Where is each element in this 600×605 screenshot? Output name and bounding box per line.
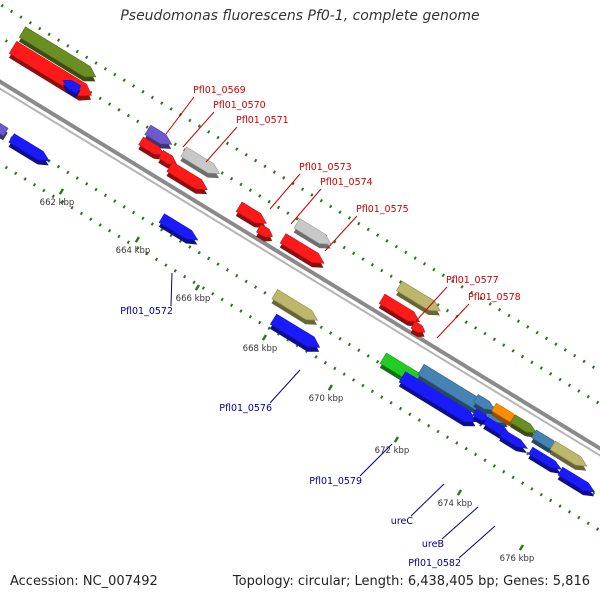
gene-arrow-28 <box>509 414 538 434</box>
gene-arrow-14 <box>279 233 325 264</box>
scale-tick-5 <box>393 436 400 443</box>
gene-label-urec: ureC <box>391 516 414 527</box>
gene-arrow-0 <box>18 26 97 78</box>
gene-arrow-18 <box>378 293 421 323</box>
guide-line-1 <box>0 35 600 406</box>
scale-tick-3 <box>261 334 268 341</box>
guide-line-2 <box>0 129 600 500</box>
gene-leader-red-5 <box>324 215 358 252</box>
gene-leader-red-7 <box>436 303 470 339</box>
gene-arrow-30 <box>528 446 563 470</box>
gene-arrow-6 <box>138 136 166 156</box>
gene-arrow-21 <box>398 371 477 423</box>
gene-label-pfl01-0572: Pfl01_0572 <box>120 306 173 317</box>
gene-arrow-11 <box>235 201 267 224</box>
scale-label-5: 672 kbp <box>375 446 410 456</box>
gene-label-pfl01-0578: Pfl01_0578 <box>468 292 521 303</box>
gene-leader-blue-3 <box>410 483 445 517</box>
gene-arrow-4 <box>62 79 82 95</box>
gene-arrow-12 <box>256 223 273 238</box>
gene-arrow-19 <box>410 320 426 333</box>
gene-arrow-10 <box>158 213 199 241</box>
gene-arrow-5 <box>144 124 173 145</box>
scale-tick-1 <box>134 236 141 243</box>
scale-tick-2 <box>194 284 201 291</box>
gene-label-pfl01-0576: Pfl01_0576 <box>219 403 272 414</box>
gene-label-ureb: ureB <box>422 539 444 550</box>
gene-leader-red-1 <box>182 111 215 148</box>
gene-label-pfl01-0582: Pfl01_0582 <box>408 558 461 569</box>
gene-arrow-15 <box>271 289 318 321</box>
gene-arrow-3 <box>8 133 50 162</box>
scale-tick-4 <box>327 384 334 391</box>
gene-leader-red-2 <box>205 126 238 163</box>
scale-label-2: 666 kbp <box>176 294 211 304</box>
accession-label: Accession: NC_007492 <box>10 574 158 589</box>
genome-title: Pseudomonas fluorescens Pf0-1, complete … <box>120 8 480 24</box>
scale-label-4: 670 kbp <box>309 394 344 404</box>
gene-arrow-25 <box>499 429 528 449</box>
scale-tick-0 <box>58 188 65 195</box>
guide-line-3 <box>0 161 600 533</box>
gene-label-pfl01-0577: Pfl01_0577 <box>446 275 499 286</box>
gene-arrow-8 <box>180 146 221 174</box>
gene-label-pfl01-0569: Pfl01_0569 <box>193 85 246 96</box>
gene-label-pfl01-0579: Pfl01_0579 <box>309 476 362 487</box>
gene-label-pfl01-0575: Pfl01_0575 <box>356 204 409 215</box>
topology-label: Topology: circular; Length: 6,438,405 bp… <box>232 574 590 589</box>
scale-tick-7 <box>518 544 525 551</box>
gene-arrow-17 <box>395 280 441 312</box>
scale-tick-6 <box>456 489 463 496</box>
gene-leader-red-6 <box>415 286 448 322</box>
gene-label-pfl01-0574: Pfl01_0574 <box>320 177 373 188</box>
backbone-shadow <box>0 87 600 457</box>
gene-leader-blue-2 <box>359 443 393 477</box>
gene-leader-blue-4 <box>441 506 479 540</box>
gene-label-pfl01-0571: Pfl01_0571 <box>236 115 289 126</box>
gene-arrow-32 <box>557 466 596 493</box>
gene-arrow-31 <box>549 440 588 467</box>
gene-arrow-16 <box>269 313 321 348</box>
scale-label-3: 668 kbp <box>243 344 278 354</box>
gene-leader-red-4 <box>290 188 322 225</box>
gene-leader-blue-1 <box>269 369 301 404</box>
gene-leader-red-0 <box>165 96 195 135</box>
gene-arrow-9 <box>166 161 208 191</box>
scale-label-6: 674 kbp <box>438 499 473 509</box>
scale-label-7: 676 kbp <box>500 554 535 564</box>
scale-label-1: 664 kbp <box>116 246 151 256</box>
gene-leader-blue-5 <box>458 525 496 559</box>
gene-label-pfl01-0570: Pfl01_0570 <box>213 100 266 111</box>
gene-label-pfl01-0573: Pfl01_0573 <box>299 162 352 173</box>
gene-arrow-13 <box>293 218 332 245</box>
scale-label-0: 662 kbp <box>40 198 75 208</box>
backbone-line <box>0 79 600 451</box>
gene-leader-red-3 <box>269 173 301 210</box>
guide-line-0 <box>0 3 600 373</box>
gene-leader-blue-0 <box>170 272 173 307</box>
gene-arrow-26 <box>473 394 496 411</box>
gene-arrow-2 <box>0 122 9 137</box>
